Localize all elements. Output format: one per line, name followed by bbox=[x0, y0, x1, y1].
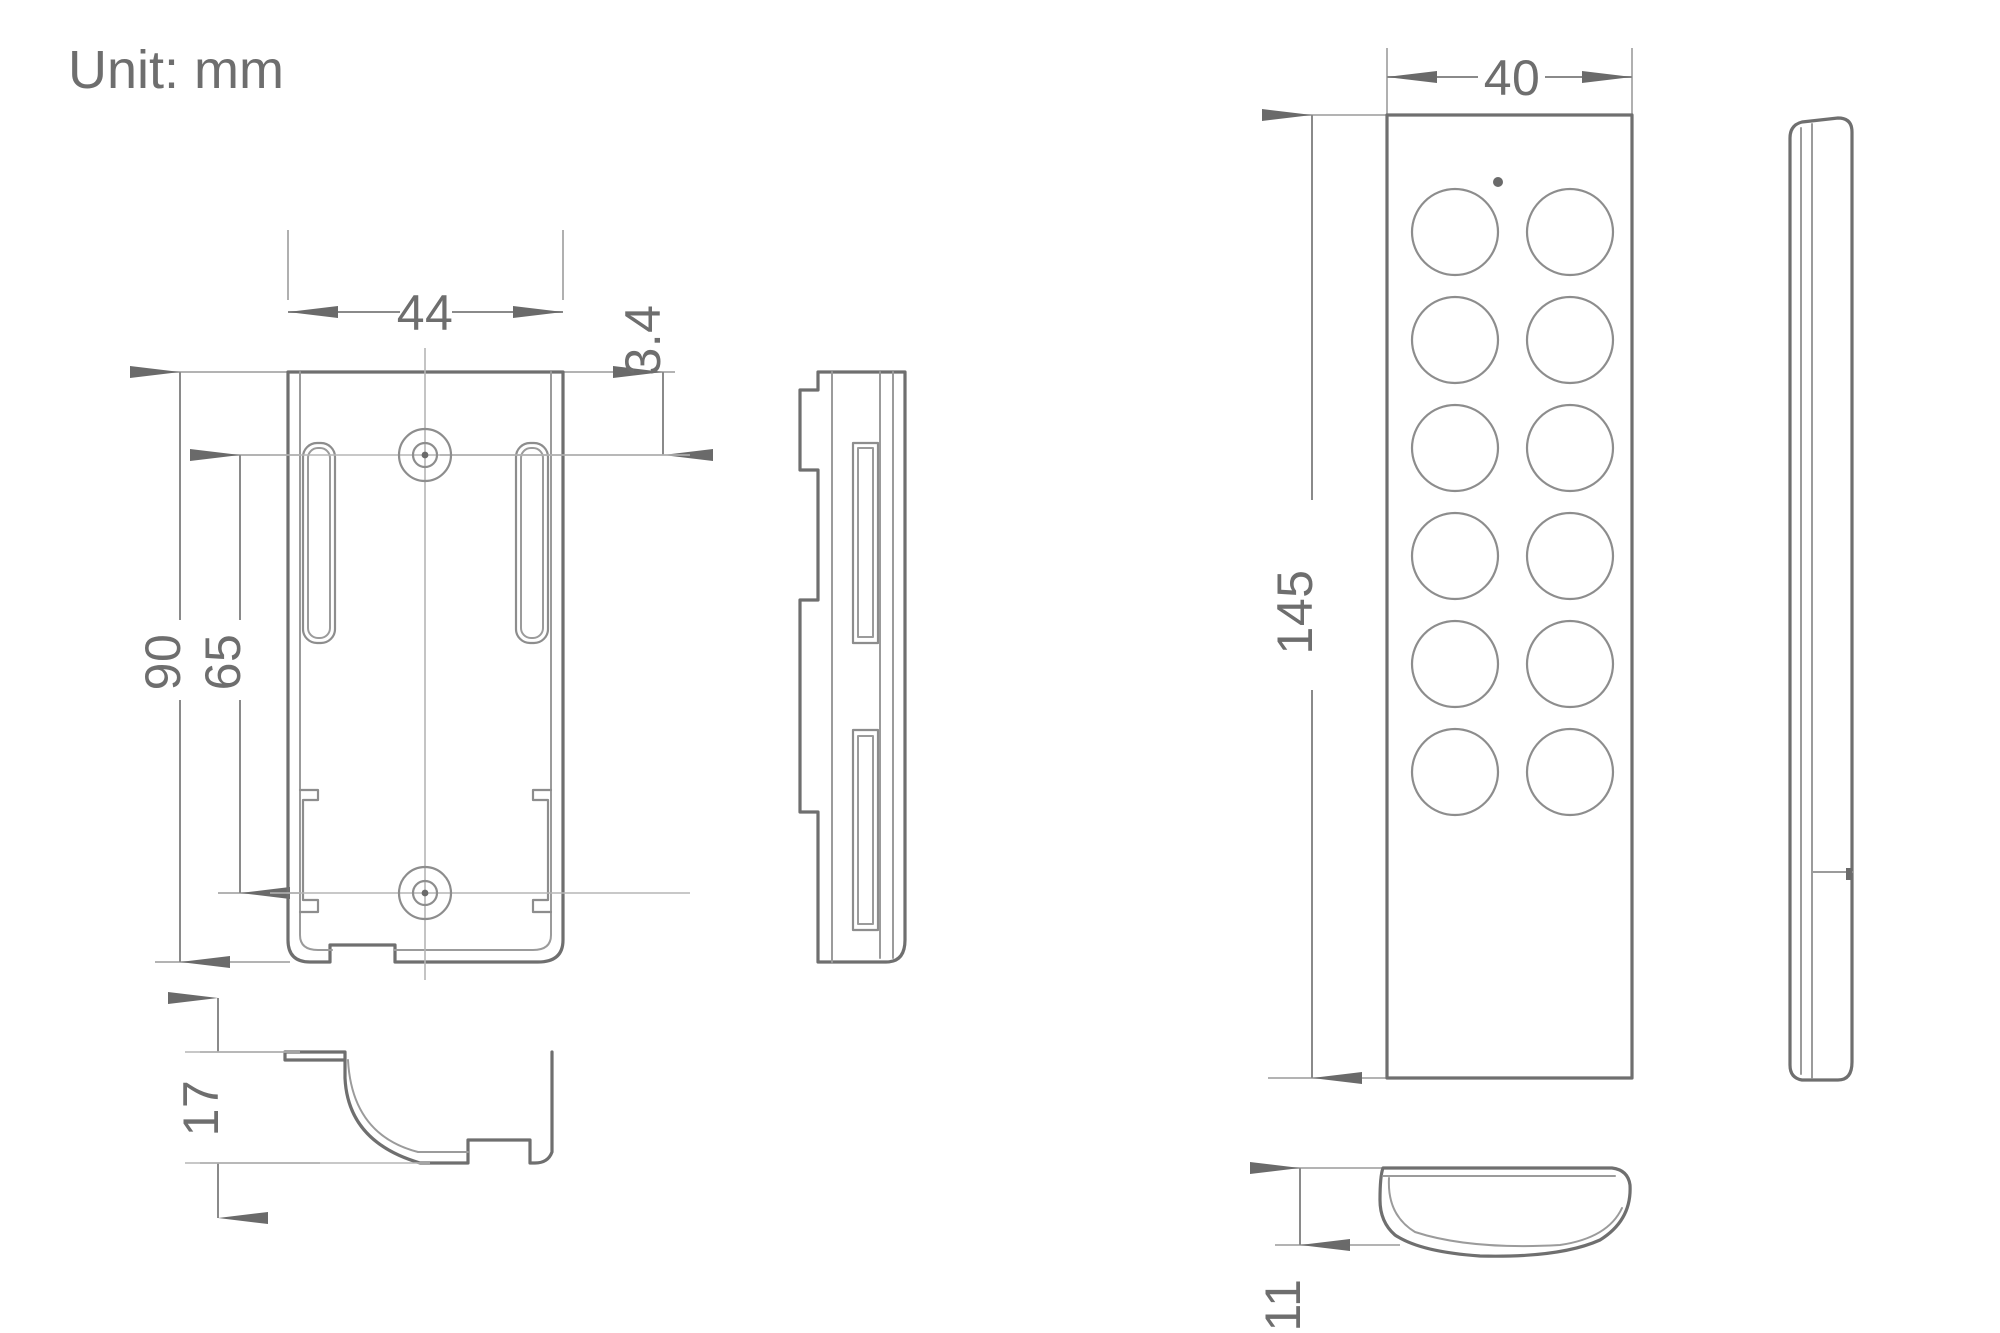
remote-button[interactable] bbox=[1410, 403, 1500, 493]
dimension-40: 40 bbox=[1387, 50, 1632, 106]
bracket-side-slot-upper bbox=[851, 441, 880, 645]
bracket-slot-right-inner bbox=[520, 447, 544, 639]
remote-side-outline bbox=[1788, 116, 1854, 1082]
bracket-slot-right bbox=[514, 441, 550, 645]
remote-body-outline bbox=[1385, 113, 1634, 1080]
bracket-side-outline bbox=[798, 370, 907, 964]
dim-label-3-4: 3.4 bbox=[615, 304, 671, 375]
dim-label-40: 40 bbox=[1484, 50, 1541, 106]
remote-button[interactable] bbox=[1525, 295, 1615, 385]
dimension-3-4: 3.4 bbox=[613, 304, 713, 461]
dim-label-145: 145 bbox=[1267, 570, 1323, 655]
remote-section-outline bbox=[1378, 1166, 1632, 1258]
remote-button[interactable] bbox=[1525, 727, 1615, 817]
bracket-section-view: 17 bbox=[168, 992, 554, 1224]
bracket-side-slot-upper-inner bbox=[857, 447, 874, 638]
bracket-screw-hole-lower-inner bbox=[411, 879, 439, 907]
led-indicator-dot bbox=[1493, 177, 1503, 187]
remote-button[interactable] bbox=[1525, 511, 1615, 601]
bracket-inner-left-wall bbox=[299, 371, 333, 951]
dim-label-90: 90 bbox=[135, 634, 191, 691]
remote-section-inner-curve bbox=[1387, 1177, 1623, 1248]
remote-side-battery-latch bbox=[1846, 868, 1852, 880]
dim-label-11: 11 bbox=[1255, 1279, 1311, 1332]
remote-front-view: 40 145 bbox=[1262, 48, 1634, 1084]
dimension-145: 145 bbox=[1262, 109, 1362, 1084]
bracket-screw-hole-lower-center bbox=[421, 889, 429, 897]
dimension-44: 44 bbox=[288, 285, 563, 341]
remote-button[interactable] bbox=[1525, 619, 1615, 709]
bracket-inner-right-wall bbox=[393, 371, 552, 951]
bracket-screw-hole-lower-outer bbox=[397, 865, 453, 921]
remote-side-view bbox=[1788, 116, 1854, 1082]
remote-button[interactable] bbox=[1410, 295, 1500, 385]
bracket-side-slot-lower bbox=[851, 728, 880, 932]
bracket-screw-hole-upper-center bbox=[421, 451, 429, 459]
bracket-section-outline bbox=[283, 1050, 554, 1165]
bracket-front-view: 44 3.4 90 65 bbox=[130, 230, 713, 980]
dim-label-17: 17 bbox=[173, 1080, 229, 1137]
unit-label: Unit: mm bbox=[68, 40, 284, 100]
remote-button[interactable] bbox=[1525, 187, 1615, 277]
bracket-screw-hole-upper-inner bbox=[411, 441, 439, 469]
dim-label-65: 65 bbox=[195, 634, 251, 691]
remote-button[interactable] bbox=[1410, 187, 1500, 277]
dimension-11: 11 bbox=[1250, 1162, 1350, 1332]
dimension-65: 65 bbox=[190, 449, 290, 899]
bracket-screw-hole-upper-outer bbox=[397, 427, 453, 483]
remote-section-view: 11 bbox=[1250, 1162, 1632, 1332]
dimension-17: 17 bbox=[168, 992, 268, 1224]
bracket-section-top-lip bbox=[283, 1050, 347, 1062]
remote-button-grid bbox=[1410, 187, 1615, 817]
dim-label-44: 44 bbox=[397, 285, 454, 341]
bracket-outer-outline bbox=[286, 370, 565, 964]
remote-button[interactable] bbox=[1525, 403, 1615, 493]
bracket-section-inner-curve bbox=[347, 1059, 469, 1153]
remote-button[interactable] bbox=[1410, 619, 1500, 709]
dimension-90: 90 bbox=[130, 366, 230, 968]
bracket-side-slot-lower-inner bbox=[857, 735, 874, 925]
bracket-slot-left-inner bbox=[307, 447, 331, 639]
remote-button[interactable] bbox=[1410, 727, 1500, 817]
bracket-side-view bbox=[798, 370, 907, 964]
bracket-notch-right bbox=[531, 788, 553, 914]
bracket-notch-left bbox=[298, 788, 320, 914]
remote-button[interactable] bbox=[1410, 511, 1500, 601]
bracket-slot-left bbox=[301, 441, 337, 645]
